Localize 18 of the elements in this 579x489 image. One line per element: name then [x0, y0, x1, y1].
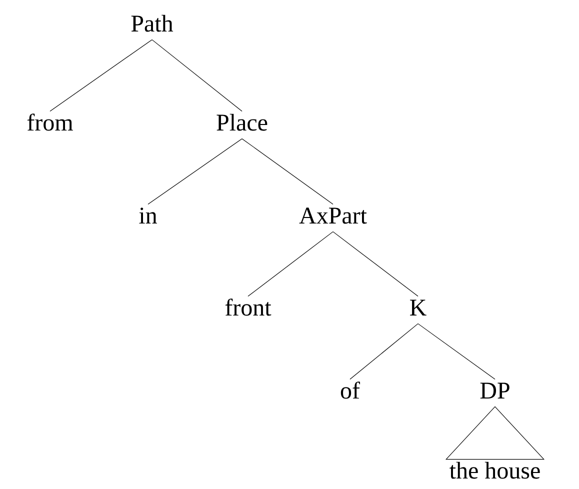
tree-label: AxPart	[299, 208, 367, 224]
branch-line	[418, 323, 496, 380]
branch-line	[148, 138, 242, 205]
branch-line	[242, 138, 334, 205]
tree-label: in	[139, 208, 157, 224]
branch-line	[50, 39, 152, 112]
branch-line	[332, 231, 418, 297]
tree-label: front	[225, 298, 272, 316]
tree-label: Path	[131, 14, 174, 32]
tree-label: K	[410, 300, 426, 316]
tree-label: of	[340, 382, 360, 399]
tree-label: Place	[216, 114, 268, 131]
tree-label: from	[27, 114, 73, 131]
branch-line	[350, 323, 418, 380]
branch-line	[152, 39, 242, 112]
branch-line	[248, 231, 334, 297]
tree-label: the house	[450, 462, 540, 479]
tree-label: DP	[480, 382, 510, 399]
